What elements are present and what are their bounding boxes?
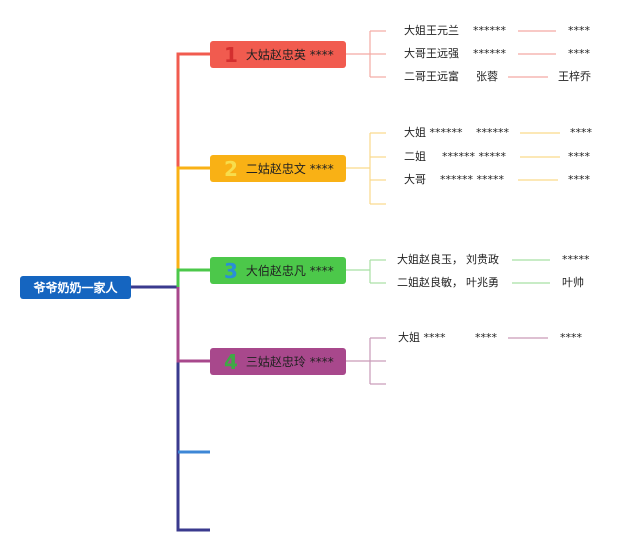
- branch-label-1: 大姑赵忠英 ****: [245, 48, 334, 62]
- branch-node-4[interactable]: 4 三姑赵忠玲 ****: [210, 348, 346, 375]
- leaf-name[interactable]: 大姐 ******: [404, 126, 463, 139]
- branch-label-4: 三姑赵忠玲 ****: [245, 355, 334, 369]
- branch-node-1[interactable]: 1 大姑赵忠英 ****: [210, 41, 346, 68]
- leaf-child: 叶帅: [562, 276, 584, 289]
- branch-number-4: 4: [224, 349, 238, 374]
- branch-number-1: 1: [224, 42, 238, 67]
- leaf-child: *****: [562, 253, 590, 266]
- leaf-name[interactable]: 大姐 ****: [398, 331, 446, 344]
- leaf-child: ****: [560, 331, 582, 344]
- root-label: 爷爷奶奶一家人: [33, 281, 118, 295]
- spine-branch-3: [176, 268, 210, 287]
- leaf-name[interactable]: 二哥王远富: [404, 70, 459, 83]
- leaf-name[interactable]: 大哥王远强: [404, 47, 459, 60]
- branch-label-2: 二姑赵忠文 ****: [245, 162, 334, 176]
- branch-node-2[interactable]: 2 二姑赵忠文 ****: [210, 155, 346, 182]
- leaf-spouse: ****** *****: [440, 173, 504, 186]
- leaf-spouse: ******: [473, 47, 506, 60]
- leaf-bracket-2: [346, 132, 560, 205]
- leaf-bracket-1: [346, 30, 556, 78]
- branch-label-3: 大伯赵忠凡 ****: [245, 264, 334, 278]
- leaf-child: ****: [570, 126, 592, 139]
- leaf-name[interactable]: 二姐赵良敏，: [397, 276, 463, 289]
- leaf-child: 王梓乔: [558, 70, 591, 83]
- leaf-child: ****: [568, 24, 590, 37]
- leaf-spouse: ******: [476, 126, 509, 139]
- leaf-spouse: ****: [475, 331, 497, 344]
- leaf-bracket-3: [346, 259, 550, 284]
- spine-branch-1: [176, 52, 210, 287]
- leaf-child: ****: [568, 173, 590, 186]
- leaf-spouse: 刘贵政: [466, 253, 499, 266]
- leaf-name[interactable]: 大姐王元兰: [404, 24, 459, 37]
- root-node[interactable]: 爷爷奶奶一家人: [20, 276, 131, 299]
- leaf-name[interactable]: 大姐赵良玉，: [397, 253, 463, 266]
- spine-lower: [176, 287, 210, 532]
- branch-number-3: 3: [224, 258, 238, 283]
- leaf-spouse: ******: [473, 24, 506, 37]
- leaf-child: ****: [568, 150, 590, 163]
- spine-branch-2: [176, 166, 210, 287]
- leaf-name[interactable]: 二姐: [404, 150, 426, 163]
- branch-node-3[interactable]: 3 大伯赵忠凡 ****: [210, 257, 346, 284]
- leaf-bracket-4: [346, 337, 548, 385]
- branch-number-2: 2: [224, 156, 238, 181]
- leaf-spouse: 张蓉: [476, 70, 498, 83]
- leaf-spouse: 叶兆勇: [466, 276, 499, 289]
- leaf-name[interactable]: 大哥: [404, 173, 426, 186]
- spine-branch-4: [176, 287, 210, 363]
- leaf-spouse: ****** *****: [442, 150, 506, 163]
- leaf-child: ****: [568, 47, 590, 60]
